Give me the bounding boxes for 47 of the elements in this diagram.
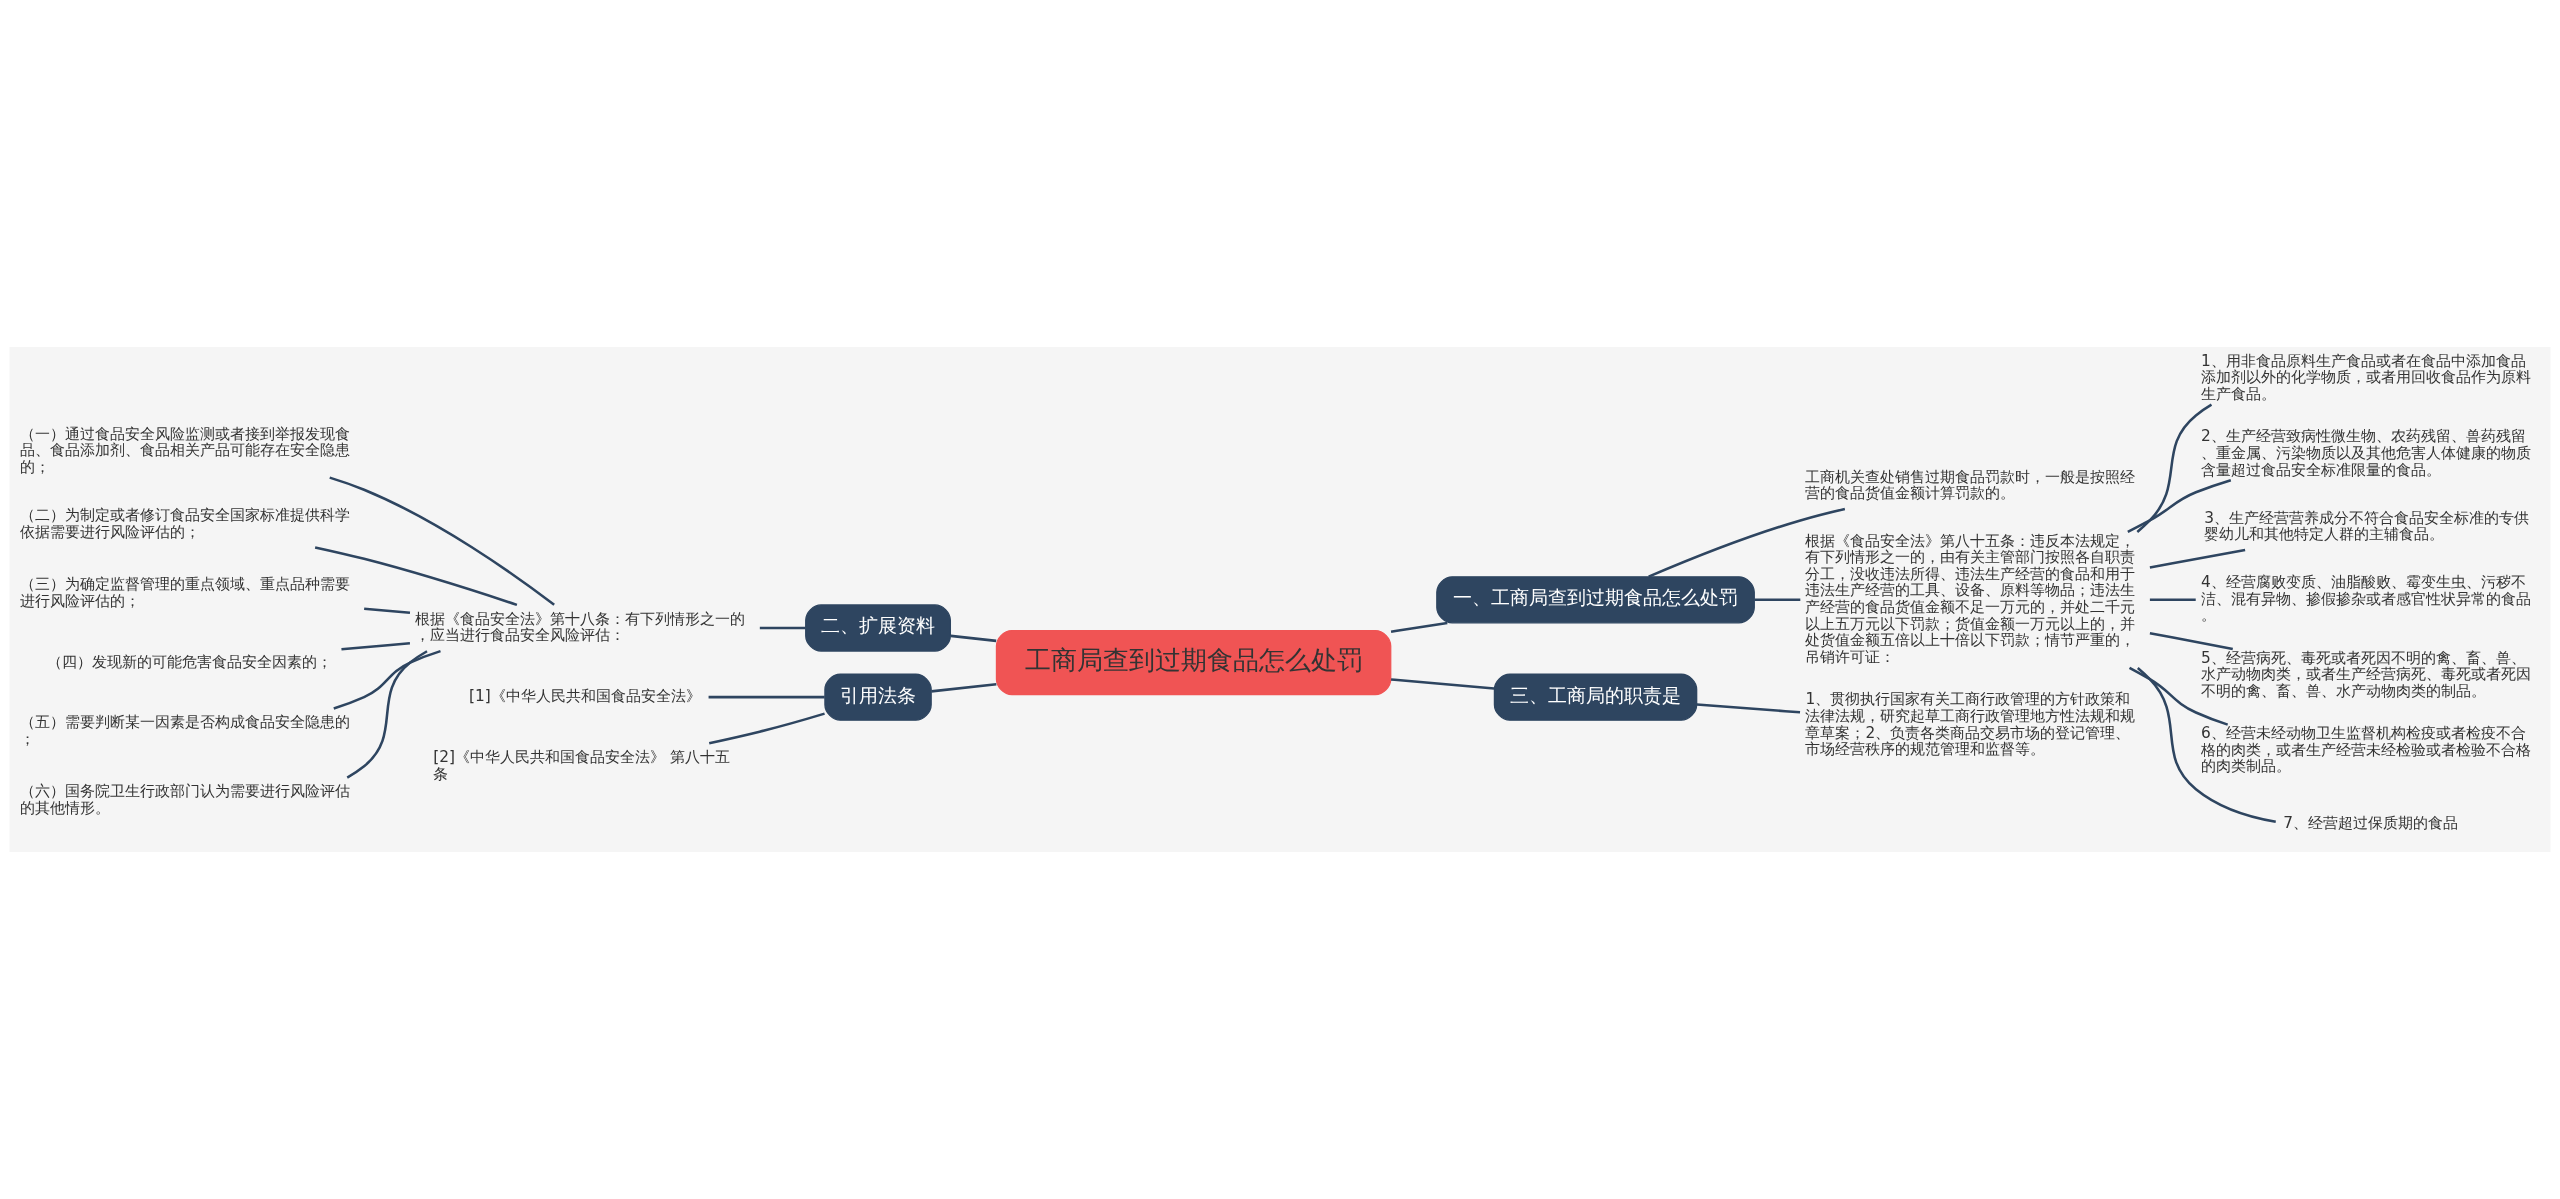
connector: [2149, 631, 2233, 651]
connector: [708, 695, 825, 699]
connector: [2136, 666, 2276, 824]
node-text: 工商机关查处销售过期食品罚款时，一般是按照经营的食品货值金额计算罚款的。: [1805, 467, 2136, 503]
node-text: 根据《食品安全法》第十八条：有下列情形之一的，应当进行食品安全风险评估：: [415, 609, 746, 645]
connector: [950, 634, 997, 643]
node-text: [1]《中华人民共和国食品安全法》: [469, 687, 701, 706]
node-text: 1、贯彻执行国家有关工商行政管理的方针政策和法律法规，研究起草工商行政管理地方性法规和规章草案；2、负责各类商品交易市场的登记管理、市场经营秩序的规范管理和监督等。: [1805, 690, 2136, 759]
node-text: （一）通过食品安全风险监测或者接到举报发现食品、食品添加剂、食品相关产品可能存在安全隐患的；: [19, 424, 350, 476]
node-box: 引用法条: [824, 673, 932, 721]
connector: [314, 546, 518, 607]
connector: [2127, 478, 2232, 533]
node-text: 2、生产经营致病性微生物、农药残留、兽药残留、重金属、污染物质以及其他危害人体健康的物质含量超过食品安全标准限量的食品。: [2201, 427, 2532, 479]
connector: [2149, 548, 2246, 569]
connector: [2136, 403, 2213, 533]
node-text: 6、经营未经动物卫生监督机构检疫或者检疫不合格的肉类，或者生产经营未经检验或者检验不合格的肉类制品。: [2201, 724, 2532, 776]
node-text: [2]《中华人民共和国食品安全法》 第八十五条: [433, 747, 730, 783]
connector: [759, 626, 806, 630]
node-text: 5、经营病死、毒死或者死因不明的禽、畜、兽、水产动物肉类，或者生产经营病死、毒死或者死因不明的禽、畜、兽、水产动物肉类的制品。: [2201, 648, 2532, 700]
connector: [2128, 666, 2229, 726]
node-text: 1、用非食品原料生产食品或者在食品中添加食品添加剂以外的化学物质，或者用回收食品作为原料生产食品。: [2201, 351, 2532, 403]
connector: [931, 682, 997, 693]
node-text: （五）需要判断某一因素是否构成食品安全隐患的；: [19, 713, 350, 748]
connector: [1696, 703, 1801, 714]
connector: [2149, 598, 2196, 602]
connector: [341, 641, 411, 651]
connector: [333, 649, 441, 710]
node-box: 工商局查到过期食品怎么处罚: [995, 629, 1392, 696]
connector: [708, 712, 825, 745]
connector: [329, 476, 555, 606]
connector: [1390, 621, 1448, 633]
node-box: 二、扩展资料: [805, 604, 951, 652]
node-text: 3、生产经营营养成分不符合食品安全标准的专供婴幼儿和其他特定人群的主辅食品。: [2204, 508, 2530, 544]
node-text: （四）发现新的可能危害食品安全因素的；: [46, 652, 332, 671]
connector: [364, 607, 411, 614]
node-text: 4、经营腐败变质、油脂酸败、霉变生虫、污秽不洁、混有异物、掺假掺杂或者感官性状异常的食品。: [2201, 573, 2532, 625]
node-box: 三、工商局的职责是: [1493, 673, 1698, 721]
node-text: 根据《食品安全法》第八十五条：违反本法规定，有下列情形之一的，由有关主管部门按照各自职责分工，没收违法所得、违法生产经营的食品和用于违法生产经营的工具、设备、原料等物品；违法生产经营的食品货值金额不足一万元的，并处二千元以上五万元以下罚款；货值金额一万元以上的，并处货值金额五倍以上十倍以下罚款；情节严重的，吊销许可证：: [1805, 531, 2136, 667]
node-box: 一、工商局查到过期食品怎么处罚: [1436, 576, 1755, 624]
node-text: （二）为制定或者修订食品安全国家标准提供科学依据需要进行风险评估的；: [19, 505, 350, 541]
connector: [1754, 598, 1801, 602]
node-text: （三）为确定监督管理的重点领域、重点品种需要进行风险评估的；: [19, 575, 350, 610]
connector: [1648, 507, 1846, 578]
node-text: 7、经营超过保质期的食品: [2283, 813, 2459, 832]
node-text: （六）国务院卫生行政部门认为需要进行风险评估的其他情形。: [19, 782, 350, 818]
connector: [346, 650, 428, 779]
connector: [1390, 678, 1495, 690]
